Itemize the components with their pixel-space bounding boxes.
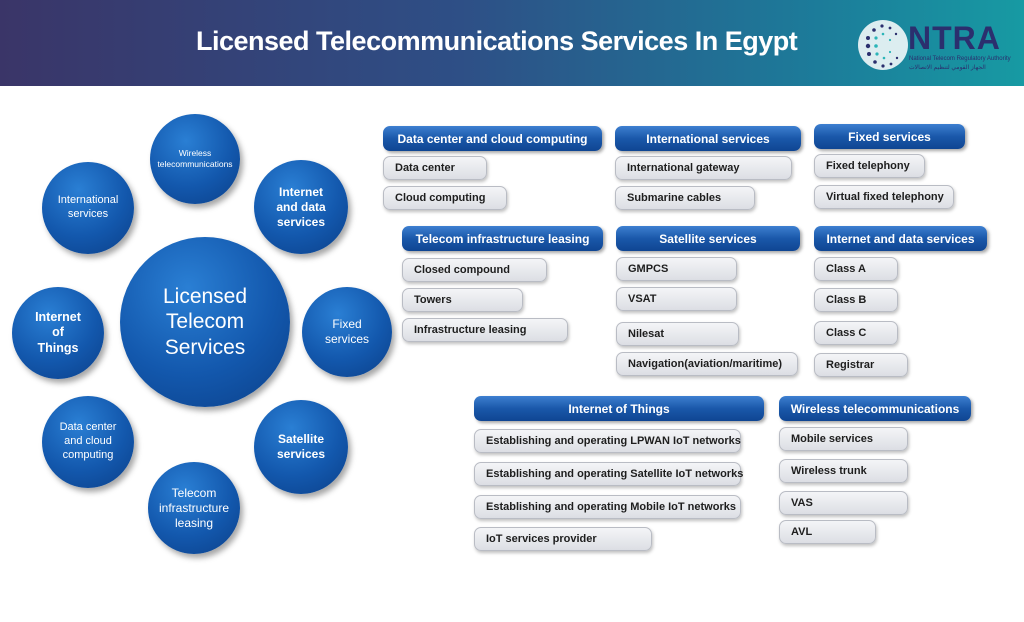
service-item: Cloud computing [383, 186, 507, 210]
service-item: International gateway [615, 156, 792, 180]
section-header-internet-data: Internet and data services [814, 226, 987, 251]
service-item: Infrastructure leasing [402, 318, 568, 342]
service-item: Submarine cables [615, 186, 755, 210]
ntra-logo-icon [858, 20, 908, 70]
page-title: Licensed Telecommunications Services In … [196, 26, 798, 56]
hub-node-label: International services [57, 194, 119, 220]
section-header-fixed: Fixed services [814, 124, 965, 149]
logo-subtitle-arabic: الجهاز القومي لتنظيم الاتصالات [909, 65, 986, 71]
service-item: VAS [779, 491, 908, 515]
service-item: Closed compound [402, 258, 547, 282]
hub-node-wireless: Wireless telecommunications [150, 114, 240, 204]
hub-center-label: Licensed Telecom Services [162, 285, 248, 359]
hub-node-label: Satellite services [276, 432, 326, 461]
section-header-wireless: Wireless telecommunications [779, 396, 971, 421]
header-banner [0, 0, 1024, 86]
service-item: Fixed telephony [814, 154, 925, 178]
hub-center-circle: Licensed Telecom Services [120, 237, 290, 407]
hub-node-label: Fixed services [324, 317, 369, 346]
hub-node-fixed: Fixed services [302, 287, 392, 377]
service-item: Data center [383, 156, 487, 180]
service-item: Virtual fixed telephony [814, 185, 954, 209]
hub-node-label: Internet and data services [276, 184, 326, 229]
service-item: Class C [814, 321, 898, 345]
service-item: Mobile services [779, 427, 908, 451]
hub-node-iot: Internet of Things [12, 287, 104, 379]
section-header-satellite: Satellite services [616, 226, 800, 251]
service-item: Navigation(aviation/maritime) [616, 352, 798, 376]
service-item: Towers [402, 288, 523, 312]
service-item: GMPCS [616, 257, 737, 281]
service-item: Class B [814, 288, 898, 312]
hub-node-internet-data: Internet and data services [254, 160, 348, 254]
section-header-international: International services [615, 126, 801, 151]
hub-node-satellite: Satellite services [254, 400, 348, 494]
logo-subtitle: National Telecom Regulatory Authority [909, 56, 1011, 62]
hub-node-label: Data center and cloud computing [59, 421, 117, 461]
hub-node-international: International services [42, 162, 134, 254]
service-item: IoT services provider [474, 527, 652, 551]
hub-node-infrastructure: Telecom infrastructure leasing [148, 462, 240, 554]
section-header-infrastructure: Telecom infrastructure leasing [402, 226, 603, 251]
hub-node-label: Telecom infrastructure leasing [158, 485, 230, 530]
service-item: AVL [779, 520, 876, 544]
hub-node-label: Wireless telecommunications [157, 148, 233, 169]
section-header-datacenter: Data center and cloud computing [383, 126, 602, 151]
logo-wordmark: NTRA [908, 20, 1001, 56]
service-item: Establishing and operating LPWAN IoT net… [474, 429, 741, 453]
section-header-iot: Internet of Things [474, 396, 764, 421]
service-item: Establishing and operating Mobile IoT ne… [474, 495, 741, 519]
service-item: Establishing and operating Satellite IoT… [474, 462, 743, 486]
hub-node-label: Internet of Things [35, 309, 81, 355]
service-item: Class A [814, 257, 898, 281]
hub-node-datacenter: Data center and cloud computing [42, 396, 134, 488]
service-item: Wireless trunk [779, 459, 908, 483]
service-item: VSAT [616, 287, 737, 311]
service-item: Registrar [814, 353, 908, 377]
service-item: Nilesat [616, 322, 739, 346]
